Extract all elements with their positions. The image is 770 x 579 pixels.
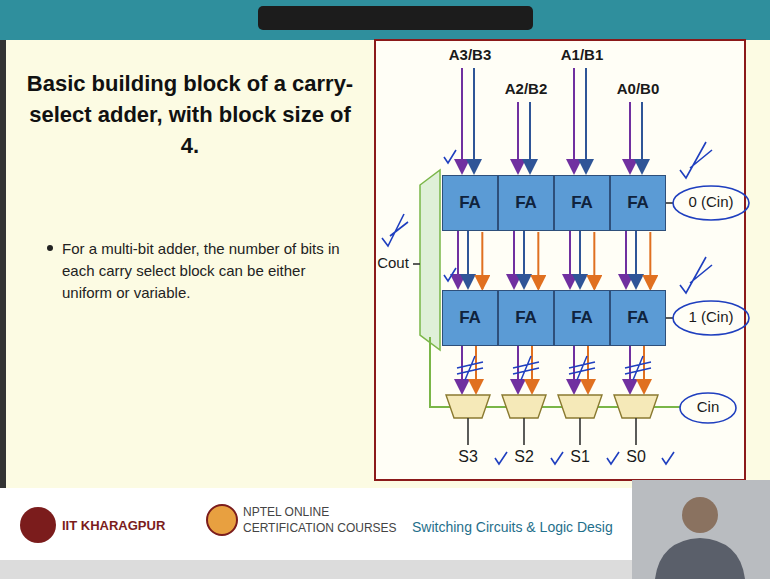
diagram-panel xyxy=(375,40,745,480)
footer-course: NPTEL ONLINE xyxy=(243,505,403,520)
mux-input-lines xyxy=(462,346,644,393)
sum-label: S3 xyxy=(448,447,488,467)
carry-in-lines xyxy=(666,203,673,318)
adder-label: FA xyxy=(571,193,593,213)
bullet xyxy=(47,245,53,251)
input-label: A2/B2 xyxy=(496,80,556,99)
footer-course: CERTIFICATION COURSES xyxy=(243,521,408,536)
input-arrows xyxy=(462,68,642,173)
presenter-head xyxy=(682,497,718,533)
carry-arrow xyxy=(481,232,483,289)
cout-mux xyxy=(420,170,440,350)
iit-logo xyxy=(20,507,56,543)
input-label: A0/B0 xyxy=(608,80,668,99)
handwritten-slashes xyxy=(457,356,651,380)
full-adder-box: FA xyxy=(498,290,554,346)
input-label: A3/B3 xyxy=(440,46,500,65)
top-band xyxy=(0,0,770,40)
presenter-video xyxy=(632,480,770,579)
adder-label: FA xyxy=(515,308,537,328)
footer-course-title: Switching Circuits & Logic Desig xyxy=(412,519,630,537)
sum-label: S0 xyxy=(616,447,656,467)
carry-arrow xyxy=(537,232,539,289)
adder-label: FA xyxy=(459,193,481,213)
adder-label: FA xyxy=(627,193,649,213)
footer-institute: IIT KHARAGPUR xyxy=(62,518,197,534)
carry-in-label: Cin xyxy=(686,398,730,417)
carry-arrow xyxy=(649,232,651,289)
sum-label: S2 xyxy=(504,447,544,467)
carry-out-label: Cout xyxy=(372,254,414,273)
adder-label: FA xyxy=(571,308,593,328)
adder-label: FA xyxy=(459,308,481,328)
toolbar xyxy=(258,6,533,30)
sum-label: S1 xyxy=(560,447,600,467)
operand-pass-lines xyxy=(458,231,636,288)
left-edge xyxy=(0,40,6,488)
nptel-logo xyxy=(207,505,237,535)
slide-title: Basic building block of a carry-select a… xyxy=(25,68,355,162)
full-adder-box: FA xyxy=(610,290,666,346)
input-label: A1/B1 xyxy=(552,46,612,65)
sum-lines xyxy=(468,418,636,445)
full-adder-box: FA xyxy=(554,175,610,231)
carry-arrow xyxy=(593,232,595,289)
full-adder-box: FA xyxy=(498,175,554,231)
full-adder-box: FA xyxy=(610,175,666,231)
cout-line xyxy=(413,263,420,265)
adder-label: FA xyxy=(627,308,649,328)
presenter-body xyxy=(655,538,745,579)
adder-label: FA xyxy=(515,193,537,213)
output-muxes xyxy=(446,395,658,418)
handwritten-marks xyxy=(382,142,749,464)
full-adder-box: FA xyxy=(442,175,498,231)
bullet-note: For a multi-bit adder, the number of bit… xyxy=(62,238,352,303)
carry-in-label: 1 (Cin) xyxy=(680,308,742,327)
carry-in-label: 0 (Cin) xyxy=(680,193,742,212)
full-adder-box: FA xyxy=(442,290,498,346)
full-adder-box: FA xyxy=(554,290,610,346)
